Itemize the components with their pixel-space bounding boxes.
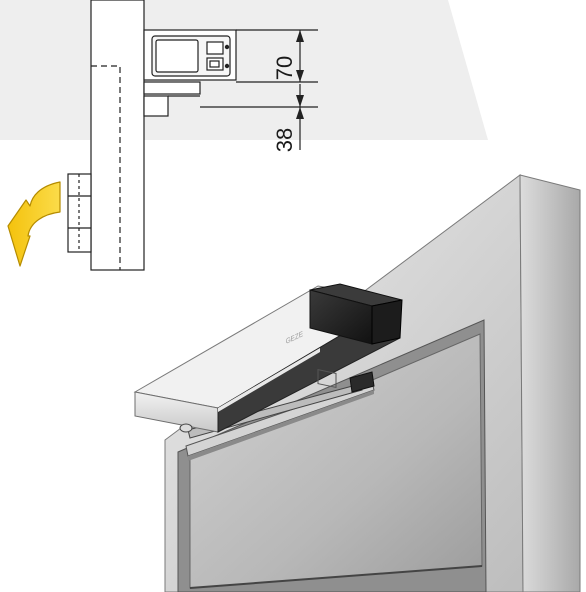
rail-end-cap bbox=[349, 371, 375, 393]
operator-3d-rendering: GEZE bbox=[133, 174, 581, 592]
wall-side-face bbox=[519, 174, 581, 592]
end-cap-side bbox=[371, 299, 403, 345]
drive-roller bbox=[179, 423, 193, 433]
end-cap-recess bbox=[317, 368, 337, 389]
dimension-label-38: 38 bbox=[272, 128, 297, 152]
opening-direction-arrow-icon bbox=[7, 181, 61, 267]
slide-rail-section bbox=[143, 81, 201, 95]
dimension-label-70: 70 bbox=[272, 56, 297, 80]
drawing-background-band bbox=[0, 0, 488, 140]
hidden-edge-line bbox=[91, 65, 121, 270]
section-drawing bbox=[67, 0, 318, 271]
motor-box bbox=[155, 39, 199, 73]
frame-profile bbox=[90, 0, 145, 271]
